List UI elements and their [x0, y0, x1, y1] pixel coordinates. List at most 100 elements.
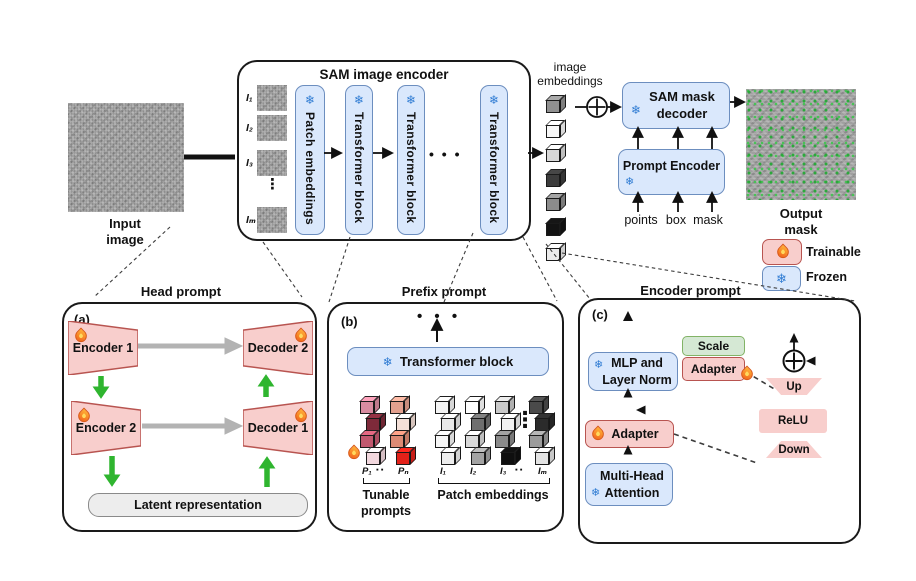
scale-box: Scale — [682, 336, 745, 356]
cube-icon — [470, 412, 491, 431]
patch-vertical-dots: ⋮ — [265, 176, 280, 193]
legend-frozen-chip — [762, 266, 801, 291]
patch-thumbnail — [257, 207, 287, 233]
cube-icon — [528, 395, 549, 414]
legend-frozen-label: Frozen — [806, 270, 847, 284]
patch-embeddings-group-label: Patch embeddings — [437, 488, 549, 502]
patch-label-im: Iₘ — [246, 214, 256, 226]
cube-icon — [359, 395, 380, 414]
snowflake-icon — [776, 271, 787, 287]
cube-icon — [440, 412, 461, 431]
cube-icon — [434, 395, 455, 414]
p-dots: ▪ ▪ — [376, 465, 384, 474]
transformer-block-3: Transformer block — [480, 85, 508, 235]
panel-c-tag: (c) — [592, 307, 608, 322]
cube-icon — [365, 412, 386, 431]
sam-mask-decoder-label: SAM mask decoder — [649, 89, 715, 121]
encoder1-block: Encoder 1 — [68, 321, 138, 375]
transformer-block-label: Transformer block — [352, 112, 366, 224]
cube-icon — [440, 446, 461, 465]
cube-icon — [528, 429, 549, 448]
adapter-label: Adapter — [611, 427, 659, 441]
cube-icon — [464, 395, 485, 414]
snowflake-icon — [383, 355, 393, 369]
patch-embeddings-label: Patch embeddings — [303, 112, 317, 226]
patch-embeddings-block: Patch embeddings — [295, 85, 325, 235]
cube-icon — [545, 94, 566, 113]
image-embeddings-label: image embeddings — [537, 60, 603, 89]
panel-a-title: Head prompt — [140, 284, 222, 299]
im-label: Iₘ — [538, 466, 547, 477]
cube-icon — [545, 119, 566, 138]
cube-icon — [545, 143, 566, 163]
cube-icon — [434, 429, 455, 448]
patch-thumbnail — [257, 85, 287, 111]
cube-icon — [545, 192, 566, 212]
cube-icon — [534, 412, 555, 431]
patch-thumbnail — [257, 115, 287, 141]
decoder2-block: Decoder 2 — [243, 321, 313, 375]
panel-b-tag: (b) — [341, 314, 358, 329]
tunable-bracket — [363, 478, 410, 484]
output-mask-image — [746, 89, 856, 200]
prompt-input-box: box — [665, 213, 687, 227]
snowflake-icon — [406, 93, 416, 107]
ellipsis-dots: • • • — [429, 146, 462, 162]
i1-label: I₁ — [440, 466, 446, 477]
tunable-prompts-label: Tunable prompts — [361, 488, 411, 519]
cube-icon — [359, 429, 380, 448]
cube-icon — [470, 446, 491, 465]
prompt-input-mask: mask — [693, 213, 723, 227]
snowflake-icon — [354, 93, 364, 107]
cube-icon — [500, 446, 521, 465]
input-image-label: Input image — [106, 216, 144, 248]
flame-icon — [774, 243, 792, 261]
patch-bracket — [438, 478, 550, 484]
relu-block: ReLU — [759, 409, 827, 433]
plus-circle-icon — [586, 96, 608, 118]
patch-embedding-column-1 — [434, 395, 461, 465]
decoder1-block: Decoder 1 — [243, 401, 313, 455]
transformer-block-label: Transformer block — [404, 112, 418, 224]
cube-icon — [395, 412, 416, 431]
transformer-block-1: Transformer block — [345, 85, 373, 235]
snowflake-icon — [625, 175, 634, 188]
patch-embedding-column-3 — [494, 395, 521, 465]
patch-label-i2: I₂ — [246, 122, 253, 134]
mlp-layernorm-box: MLP and Layer Norm — [588, 352, 678, 391]
cube-icon — [464, 429, 485, 448]
cube-icon — [395, 446, 416, 465]
cube-icon — [389, 395, 410, 414]
snowflake-icon — [489, 93, 499, 107]
decoder2-label: Decoder 2 — [247, 341, 309, 355]
snowflake-icon — [631, 103, 641, 117]
cube-icon — [545, 242, 566, 261]
i3-label: I₃ — [500, 466, 507, 477]
encoder2-label: Encoder 2 — [75, 421, 137, 435]
sam-mask-decoder-box: SAM mask decoder — [622, 82, 730, 129]
cube-icon — [545, 168, 566, 187]
prompt-input-points: points — [624, 213, 658, 227]
panel-b-dots: • • • — [417, 308, 462, 325]
cube-icon — [365, 446, 386, 465]
sam-image-encoder-box: SAM image encoder I₁ I₂ I₃ Iₘ ⋮ Patch em… — [237, 60, 531, 241]
adapter-small-box: Adapter — [682, 357, 745, 381]
i2-label: I₂ — [470, 466, 477, 477]
p-last-label: Pₙ — [398, 466, 409, 477]
transformer-block-2: Transformer block — [397, 85, 425, 235]
cube-icon — [389, 429, 410, 448]
transformer-block-label: Transformer block — [487, 112, 501, 224]
panel-b-transformer-label: Transformer block — [399, 354, 514, 369]
patch-label-i1: I₁ — [246, 92, 253, 104]
sam-image-encoder-title: SAM image encoder — [319, 67, 449, 82]
patch-label-i3: I₃ — [246, 157, 253, 169]
latent-representation-box: Latent representation — [88, 493, 308, 517]
output-mask-label: Output mask — [779, 206, 823, 238]
patch-embedding-column-4 — [528, 395, 555, 465]
encoder1-label: Encoder 1 — [72, 341, 134, 355]
tunable-prompt-column-1 — [359, 395, 386, 465]
panel-b-title: Prefix prompt — [401, 284, 487, 299]
panel-c-title: Encoder prompt — [640, 283, 741, 298]
panel-b-vertical-dots: ⋮ — [514, 407, 536, 432]
